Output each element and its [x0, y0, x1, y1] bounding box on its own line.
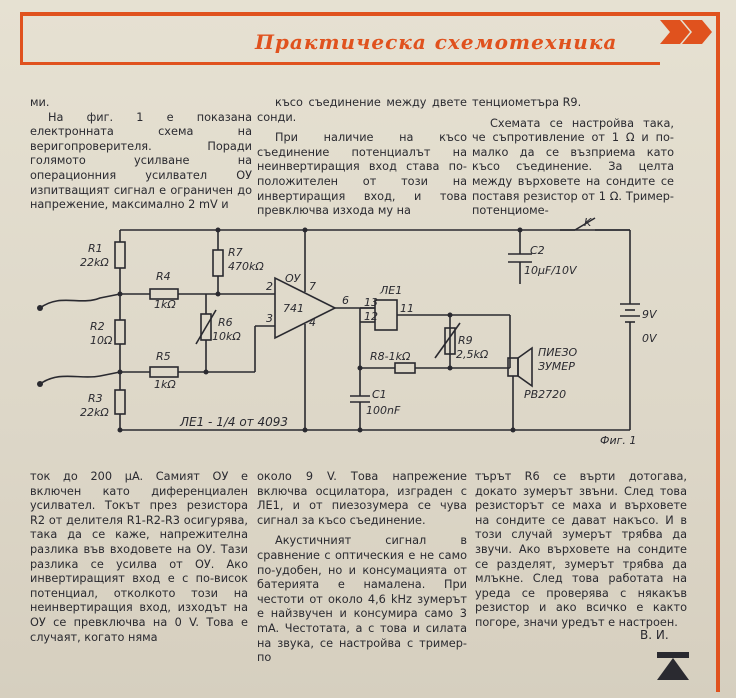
R1-label: R1 — [88, 242, 103, 255]
header-left-rule — [20, 12, 23, 64]
pin-13: 13 — [364, 296, 378, 309]
pin-6: 6 — [342, 294, 349, 307]
R8-label: R8-1kΩ — [370, 350, 411, 363]
figure-caption: Фиг. 1 — [600, 434, 636, 447]
battery-voltage: 9V — [642, 308, 658, 321]
paragraph: Схемата се настройва така, че съпротивле… — [472, 116, 674, 218]
R2-label: R2 — [90, 320, 105, 333]
header-top-rule — [20, 12, 720, 16]
opamp-chip: 741 — [283, 302, 304, 315]
right-rule — [716, 12, 720, 692]
R7-label: R7 — [228, 246, 243, 259]
battery-ground: 0V — [642, 332, 658, 345]
R4-value: 1kΩ — [154, 298, 176, 311]
text-column-1: ми. На фиг. 1 е показана електронната сх… — [30, 96, 252, 213]
paragraph: На фиг. 1 е показана електронната схема … — [30, 110, 252, 212]
gate-label: ЛЕ1 — [379, 284, 402, 297]
buzzer-label-1: ПИЕЗО — [538, 346, 578, 359]
circuit-diagram: R1 22kΩ R2 10Ω R3 22kΩ R4 1kΩ R5 1kΩ R6 … — [37, 216, 658, 447]
paragraph: късо съединение между двете сонди. — [257, 96, 467, 124]
R3-label: R3 — [88, 392, 103, 405]
R9-value: 2,5kΩ — [456, 348, 489, 361]
pin-4: 4 — [309, 316, 316, 329]
text-column-5: около 9 V. Това напрежение включва осцил… — [257, 470, 467, 666]
R1-value: 22kΩ — [80, 256, 109, 269]
C1-label: C1 — [372, 388, 387, 401]
paragraph: При наличие на късо съединение потенциал… — [257, 131, 467, 218]
R5-label: R5 — [156, 350, 171, 363]
paragraph: ми. — [30, 96, 50, 109]
pin-11: 11 — [400, 302, 414, 315]
switch-label: K — [584, 216, 592, 229]
pin-3: 3 — [266, 312, 273, 325]
R6-value: 10kΩ — [212, 330, 241, 343]
text-column-6: търът R6 се върти дотогава, докато зумер… — [475, 470, 687, 631]
R3-value: 22kΩ — [80, 406, 109, 419]
text-column-4: ток до 200 μA. Самият ОУ е включен като … — [30, 470, 248, 645]
header: Практическа схемотехника — [0, 0, 736, 70]
section-end-icon — [657, 652, 689, 680]
author-signature: В. И. — [640, 628, 669, 642]
R6-label: R6 — [218, 316, 233, 329]
section-title: Практическа схемотехника — [255, 30, 618, 54]
header-bottom-rule — [20, 62, 660, 65]
buzzer-label-2: ЗУМЕР — [538, 360, 575, 373]
pin-12: 12 — [364, 310, 378, 323]
paragraph: ток до 200 μA. Самият ОУ е включен като … — [30, 470, 248, 644]
arrow-icon — [660, 20, 712, 44]
R9-label: R9 — [458, 334, 473, 347]
buzzer-model: PB2720 — [524, 388, 566, 401]
R2-value: 10Ω — [90, 334, 113, 347]
text-column-2: късо съединение между двете сонди. При н… — [257, 96, 467, 219]
C2-value: 10μF/10V — [524, 264, 578, 277]
pin-7: 7 — [309, 280, 316, 293]
paragraph: Акустичният сигнал в сравнение с оптичес… — [257, 534, 467, 665]
text-column-3: тенциометъра R9. Схемата се настройва та… — [472, 96, 674, 219]
opamp-label: ОУ — [285, 272, 302, 285]
R7-value: 470kΩ — [228, 260, 264, 273]
pin-2: 2 — [266, 280, 273, 293]
gate-note: ЛЕ1 - 1/4 от 4093 — [179, 415, 288, 429]
R4-label: R4 — [156, 270, 171, 283]
C1-value: 100nF — [366, 404, 401, 417]
C2-label: C2 — [530, 244, 545, 257]
paragraph: търът R6 се върти дотогава, докато зумер… — [475, 470, 687, 629]
R5-value: 1kΩ — [154, 378, 176, 391]
paragraph: около 9 V. Това напрежение включва осцил… — [257, 470, 467, 527]
paragraph: тенциометъра R9. — [472, 96, 582, 109]
